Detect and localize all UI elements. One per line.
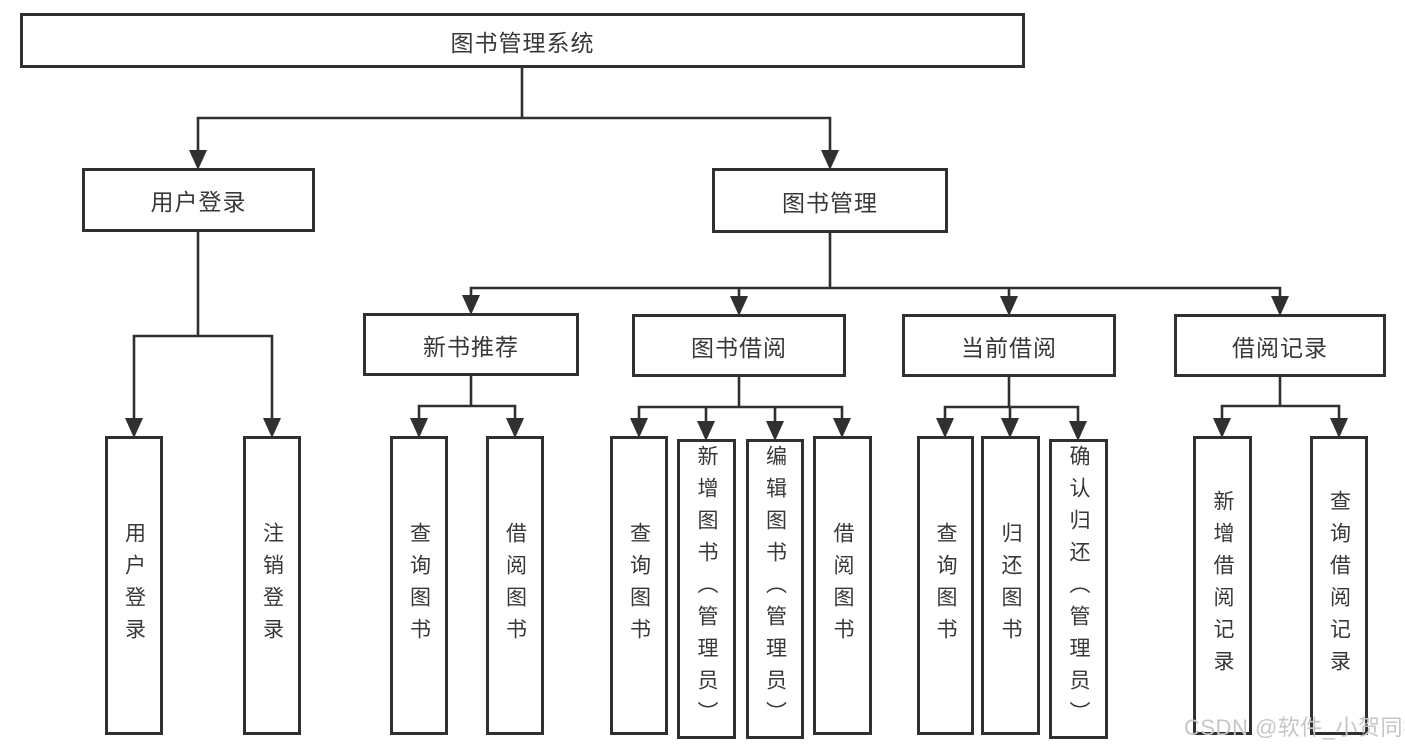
node-book-borrow-label: 图书借阅 [691, 334, 787, 361]
leaf-edit-book-admin: 编辑图书（管理员） [746, 439, 804, 739]
node-root-label: 图书管理系统 [450, 29, 595, 56]
arrowhead [630, 418, 648, 438]
leaf-query-borrow-record-label: 查询借阅记录 [1327, 489, 1351, 682]
leaf-user-login-label: 用户登录 [122, 521, 146, 650]
leaf-query-books-recommend: 查询图书 [390, 436, 448, 735]
arrowhead [1271, 296, 1289, 316]
node-current-borrow: 当前借阅 [902, 314, 1116, 377]
leaf-confirm-return-admin-label: 确认归还（管理员） [1067, 445, 1090, 733]
leaf-add-borrow-record-label: 新增借阅记录 [1211, 489, 1234, 682]
arrowhead [1000, 296, 1018, 316]
arrowhead [410, 418, 428, 438]
arrowhead [462, 295, 480, 315]
node-book-management-label: 图书管理 [782, 189, 878, 216]
node-user-login: 用户登录 [82, 168, 315, 232]
leaf-return-book-label: 归还图书 [999, 521, 1022, 650]
arrowhead [821, 150, 839, 170]
node-borrow-records: 借阅记录 [1174, 314, 1386, 377]
leaf-logout: 注销登录 [243, 436, 301, 735]
arrowhead [697, 421, 715, 441]
arrowhead [125, 418, 143, 438]
arrowhead [189, 150, 207, 170]
arrowhead [263, 418, 281, 438]
arrowhead [1069, 421, 1087, 441]
arrowhead [506, 418, 524, 438]
arrowhead [936, 418, 954, 438]
arrowhead [1001, 418, 1019, 438]
leaf-query-books-borrow: 查询图书 [610, 436, 668, 735]
leaf-query-books-current: 查询图书 [917, 436, 974, 735]
arrowhead [1213, 418, 1231, 438]
leaf-logout-label: 注销登录 [260, 521, 284, 650]
node-current-borrow-label: 当前借阅 [961, 334, 1057, 361]
arrowhead [833, 418, 851, 438]
leaf-user-login: 用户登录 [105, 436, 163, 735]
node-book-borrow: 图书借阅 [632, 314, 846, 377]
leaf-borrow-books-recommend: 借阅图书 [486, 436, 544, 735]
arrowhead [766, 421, 784, 441]
edge-lines [132, 66, 1341, 427]
leaf-return-book: 归还图书 [981, 436, 1040, 735]
leaf-add-book-admin: 新增图书（管理员） [677, 439, 736, 739]
watermark: CSDN @软件_小贺同学 [1184, 715, 1405, 740]
leaf-query-borrow-record: 查询借阅记录 [1310, 436, 1368, 735]
leaf-query-books-borrow-label: 查询图书 [627, 521, 651, 650]
leaf-borrow-books-recommend-label: 借阅图书 [503, 521, 527, 650]
leaf-add-borrow-record: 新增借阅记录 [1193, 436, 1252, 735]
leaf-confirm-return-admin: 确认归还（管理员） [1049, 439, 1108, 739]
node-new-book-recommend: 新书推荐 [363, 313, 579, 376]
arrowhead [730, 296, 748, 316]
node-borrow-records-label: 借阅记录 [1232, 334, 1328, 361]
arrowheads [125, 150, 1348, 441]
leaf-add-book-admin-label: 新增图书（管理员） [695, 445, 718, 733]
node-root: 图书管理系统 [20, 13, 1025, 68]
arrowhead [1330, 418, 1348, 438]
node-user-login-label: 用户登录 [150, 189, 247, 215]
leaf-query-books-recommend-label: 查询图书 [407, 521, 431, 650]
node-book-management: 图书管理 [712, 168, 948, 233]
leaf-borrow-books-borrow-label: 借阅图书 [831, 521, 854, 650]
leaf-borrow-books-borrow: 借阅图书 [813, 436, 872, 735]
leaf-query-books-current-label: 查询图书 [934, 521, 957, 650]
leaf-edit-book-admin-label: 编辑图书（管理员） [763, 445, 787, 733]
node-new-book-recommend-label: 新书推荐 [423, 333, 519, 360]
tree-edges [132, 66, 1341, 427]
